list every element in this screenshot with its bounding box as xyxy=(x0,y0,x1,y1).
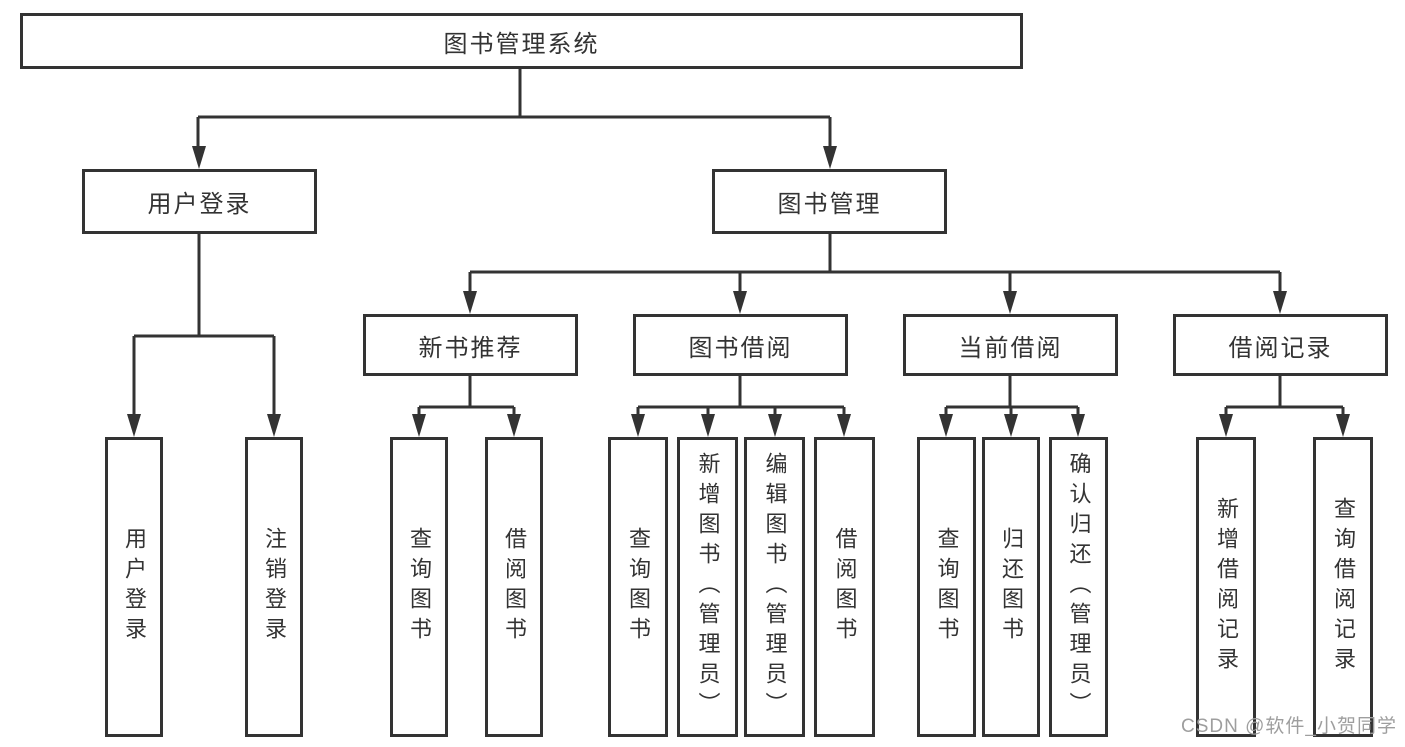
node-book-borrow-label: 图书借阅 xyxy=(688,334,793,362)
leaf-borrow-books-label: 借阅图书 xyxy=(832,527,858,647)
arrowhead-icon xyxy=(192,146,206,169)
node-user-login: 用户登录 xyxy=(82,169,317,234)
node-book-management-label: 图书管理 xyxy=(777,191,882,218)
node-new-book-recommend: 新书推荐 xyxy=(363,314,578,376)
leaf-confirm-return-admin: 确认归还（管理员） xyxy=(1049,437,1108,737)
arrowhead-icon xyxy=(1004,414,1018,437)
arrowhead-icon xyxy=(631,414,645,437)
leaf-query-books-current: 查询图书 xyxy=(917,437,976,737)
arrowhead-icon xyxy=(1336,414,1350,437)
arrowhead-icon xyxy=(1003,291,1017,314)
leaf-user-login-label: 用户登录 xyxy=(122,527,147,647)
leaf-edit-book-admin-label: 编辑图书（管理员） xyxy=(762,452,788,722)
arrowhead-icon xyxy=(267,414,281,437)
leaf-add-borrow-record-label: 新增借阅记录 xyxy=(1214,497,1239,677)
node-current-borrow: 当前借阅 xyxy=(903,314,1118,376)
node-root: 图书管理系统 xyxy=(20,13,1023,69)
node-borrow-records-label: 借阅记录 xyxy=(1228,334,1333,362)
connector-user-login-to-leaves xyxy=(132,234,276,415)
leaf-borrow-books: 借阅图书 xyxy=(814,437,875,737)
arrowhead-icon xyxy=(837,414,851,437)
arrowhead-icon xyxy=(412,414,426,437)
leaf-return-book: 归还图书 xyxy=(982,437,1040,737)
connector-root-to-level2 xyxy=(196,69,832,146)
leaf-add-book-admin: 新增图书（管理员） xyxy=(677,437,738,737)
arrowhead-icon xyxy=(127,414,141,437)
leaf-logout: 注销登录 xyxy=(245,437,303,737)
leaf-query-books-borrow: 查询图书 xyxy=(608,437,668,737)
leaf-query-borrow-record: 查询借阅记录 xyxy=(1313,437,1373,737)
leaf-query-books-recommend-label: 查询图书 xyxy=(407,527,432,647)
connector-book-mgmt-to-modules xyxy=(468,234,1282,292)
leaf-confirm-return-admin-label: 确认归还（管理员） xyxy=(1066,452,1092,722)
arrowhead-icon xyxy=(463,291,477,314)
leaf-borrow-books-recommend-label: 借阅图书 xyxy=(502,527,527,647)
connector-borrow-record-to-leaves xyxy=(1224,376,1345,415)
node-book-borrow: 图书借阅 xyxy=(633,314,848,376)
leaf-edit-book-admin: 编辑图书（管理员） xyxy=(744,437,805,737)
arrowhead-icon xyxy=(733,291,747,314)
leaf-query-books-current-label: 查询图书 xyxy=(934,527,960,647)
arrowhead-icon xyxy=(768,414,782,437)
arrowhead-icon xyxy=(1219,414,1233,437)
watermark: CSDN @软件_小贺同学 xyxy=(1181,716,1397,737)
arrowhead-icon xyxy=(1071,414,1085,437)
leaf-query-books-recommend: 查询图书 xyxy=(390,437,448,737)
node-root-label: 图书管理系统 xyxy=(443,30,600,58)
node-new-book-recommend-label: 新书推荐 xyxy=(418,334,523,362)
arrowhead-icon xyxy=(507,414,521,437)
leaf-user-login: 用户登录 xyxy=(105,437,163,737)
leaf-logout-label: 注销登录 xyxy=(262,527,287,647)
connector-current-borrow-to-leaves xyxy=(944,376,1080,415)
connector-new-book-to-leaves xyxy=(417,376,516,415)
node-user-login-label: 用户登录 xyxy=(147,191,252,218)
arrowhead-icon xyxy=(1273,291,1287,314)
arrowhead-icon xyxy=(701,414,715,437)
leaf-add-book-admin-label: 新增图书（管理员） xyxy=(695,452,721,722)
node-current-borrow-label: 当前借阅 xyxy=(958,334,1063,362)
node-book-management: 图书管理 xyxy=(712,169,947,234)
arrowheads xyxy=(127,146,1350,437)
connector-book-borrow-to-leaves xyxy=(636,376,846,415)
leaf-query-borrow-record-label: 查询借阅记录 xyxy=(1331,497,1356,677)
leaf-query-books-borrow-label: 查询图书 xyxy=(626,527,651,647)
leaf-return-book-label: 归还图书 xyxy=(999,527,1024,647)
arrowhead-icon xyxy=(823,146,837,169)
leaf-add-borrow-record: 新增借阅记录 xyxy=(1196,437,1256,737)
node-borrow-records: 借阅记录 xyxy=(1173,314,1388,376)
leaf-borrow-books-recommend: 借阅图书 xyxy=(485,437,543,737)
arrowhead-icon xyxy=(939,414,953,437)
elbow-connectors xyxy=(132,69,1345,415)
